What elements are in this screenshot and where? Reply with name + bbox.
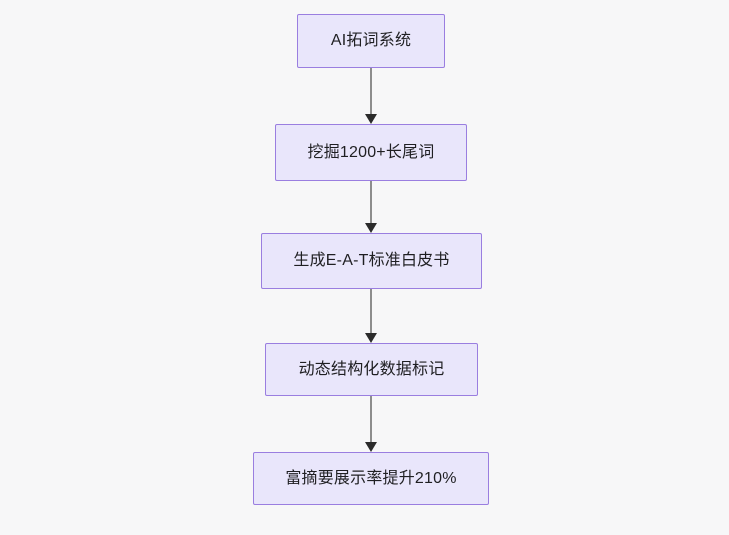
flow-connector-1 xyxy=(365,68,377,124)
arrowhead-icon xyxy=(365,223,377,233)
flow-node-n4[interactable]: 动态结构化数据标记 xyxy=(265,343,478,396)
flow-connector-4 xyxy=(365,396,377,452)
flow-node-n3[interactable]: 生成E-A-T标准白皮书 xyxy=(261,233,482,289)
arrowhead-icon xyxy=(365,442,377,452)
flow-node-label: 挖掘1200+长尾词 xyxy=(307,143,435,161)
flow-node-n1[interactable]: AI拓词系统 xyxy=(297,14,445,68)
flow-node-label: 富摘要展示率提升210% xyxy=(285,469,457,487)
flow-node-n2[interactable]: 挖掘1200+长尾词 xyxy=(275,124,467,181)
flow-connector-2 xyxy=(365,181,377,233)
arrowhead-icon xyxy=(365,114,377,124)
arrowhead-icon xyxy=(365,333,377,343)
flow-connector-3 xyxy=(365,289,377,343)
flow-node-label: AI拓词系统 xyxy=(330,32,412,49)
flow-node-label: 动态结构化数据标记 xyxy=(298,360,445,378)
flow-node-label: 生成E-A-T标准白皮书 xyxy=(293,252,450,269)
flow-node-n5[interactable]: 富摘要展示率提升210% xyxy=(253,452,489,505)
